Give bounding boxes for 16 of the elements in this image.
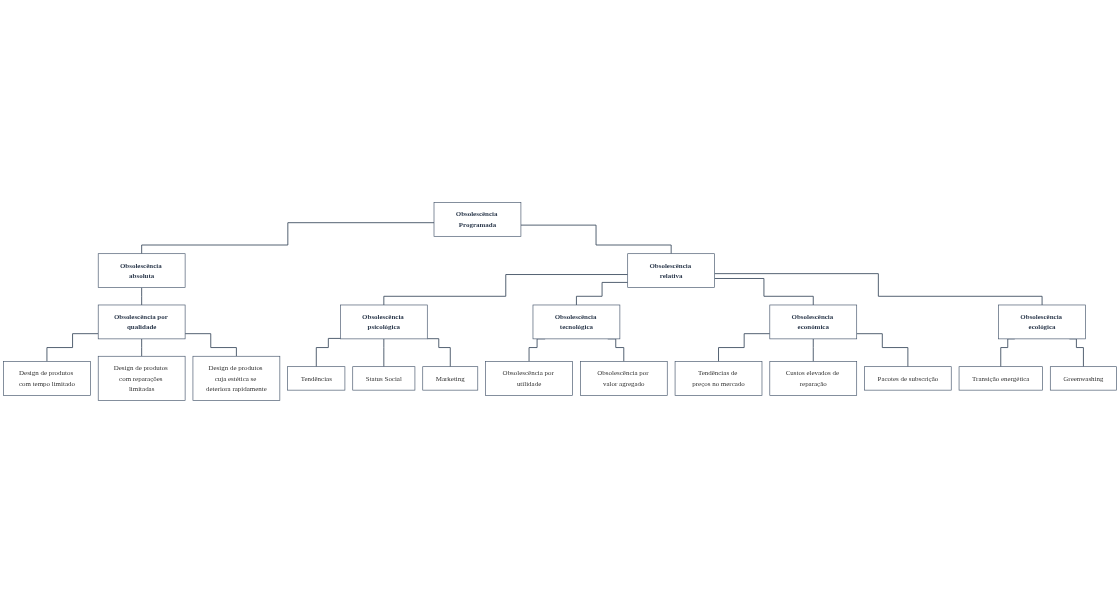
- connector: [315, 338, 341, 368]
- connector: [576, 281, 629, 306]
- connector: [141, 287, 143, 306]
- connector: [718, 333, 771, 362]
- connector: [383, 338, 385, 368]
- connector: [812, 338, 814, 362]
- connector: [426, 338, 451, 368]
- connector: [383, 274, 629, 306]
- connector: [141, 222, 435, 255]
- connector: [46, 333, 99, 362]
- connector: [141, 338, 143, 357]
- connector: [714, 278, 814, 306]
- connector: [520, 224, 672, 255]
- connector: [184, 333, 237, 357]
- connector: [714, 273, 1043, 306]
- connector: [856, 333, 909, 368]
